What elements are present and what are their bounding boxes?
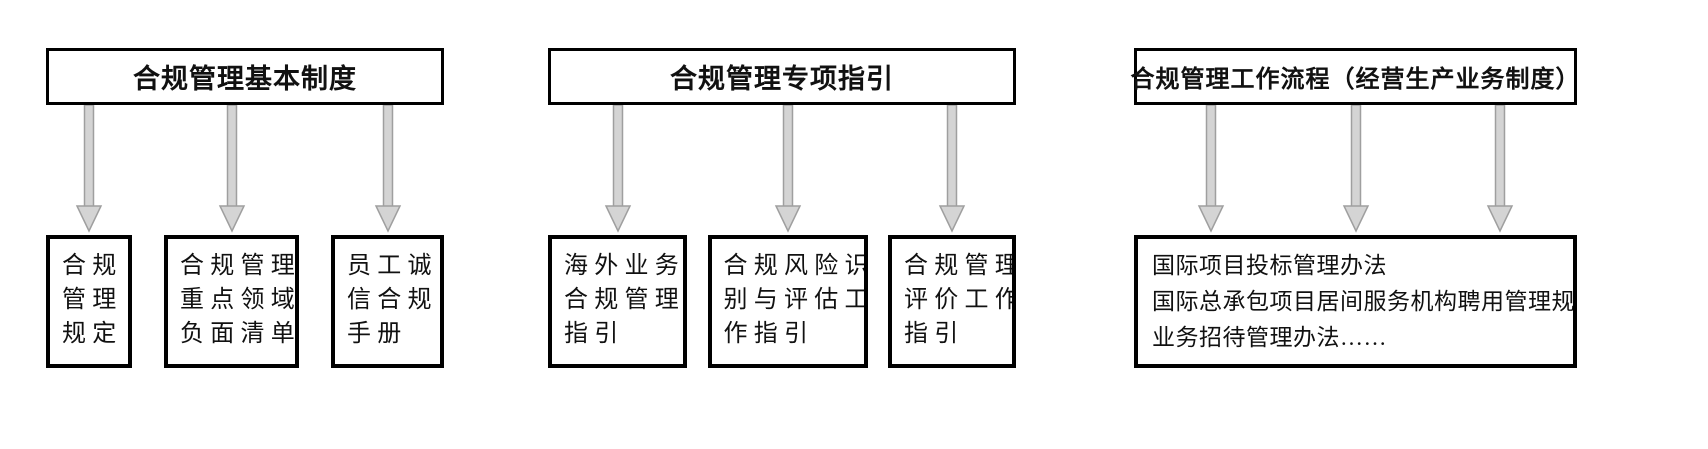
down-arrow-icon bbox=[1486, 105, 1514, 233]
arrow-cell bbox=[331, 105, 444, 233]
group-basic-system-children: 合规 管理 规定 合规管理 重点领域 负面清单 员工诚 信合规 手册 bbox=[46, 235, 444, 368]
group-work-process-header: 合规管理工作流程（经营生产业务制度） bbox=[1131, 48, 1580, 105]
arrow-cell bbox=[46, 105, 132, 233]
group-basic-system-arrows bbox=[46, 105, 444, 235]
child-box-line: 重点领域 bbox=[180, 287, 299, 313]
group-special-guidelines: 合规管理专项指引 bbox=[548, 48, 1016, 368]
arrow-cell bbox=[1196, 105, 1226, 233]
child-box-line: 指引 bbox=[904, 321, 965, 347]
child-box-line: 海外业务 bbox=[564, 253, 685, 279]
child-box-line: 合规管理 bbox=[564, 287, 685, 313]
group-special-guidelines-children: 海外业务 合规管理 指引 合规风险识 别与评估工 作指引 合规管理 评价工作 指… bbox=[548, 235, 1016, 368]
child-box-line: 管理 bbox=[62, 287, 123, 313]
group-special-guidelines-header: 合规管理专项指引 bbox=[548, 48, 1016, 105]
child-box-evaluation-guideline: 合规管理 评价工作 指引 bbox=[888, 235, 1016, 368]
child-box-integrity-handbook: 员工诚 信合规 手册 bbox=[331, 235, 444, 368]
child-box-line: 合规管理 bbox=[904, 253, 1016, 279]
arrow-cell bbox=[888, 105, 1016, 233]
child-box-risk-assessment-guideline: 合规风险识 别与评估工 作指引 bbox=[707, 235, 868, 368]
down-arrow-icon bbox=[938, 105, 966, 233]
measure-line: 国际项目投标管理办法 bbox=[1152, 253, 1387, 278]
child-box-line: 合规管理 bbox=[180, 253, 299, 279]
child-box-line: 手册 bbox=[347, 321, 408, 347]
child-box-overseas-guideline: 海外业务 合规管理 指引 bbox=[548, 235, 687, 368]
child-box-line: 别与评估工 bbox=[723, 287, 868, 313]
arrow-cell bbox=[548, 105, 687, 233]
group-basic-system: 合规管理基本制度 bbox=[46, 48, 444, 368]
group-basic-system-header: 合规管理基本制度 bbox=[46, 48, 444, 105]
child-box-line: 作指引 bbox=[723, 321, 815, 347]
group-work-process: 合规管理工作流程（经营生产业务制度） bbox=[1131, 48, 1580, 368]
group-special-guidelines-arrows bbox=[548, 105, 1016, 235]
measure-line: 国际总承包项目居间服务机构聘用管理规定 bbox=[1152, 289, 1577, 314]
down-arrow-icon bbox=[604, 105, 631, 233]
child-box-line: 合规 bbox=[62, 253, 123, 279]
child-box-line: 负面清单 bbox=[180, 321, 299, 347]
arrow-cell bbox=[1485, 105, 1515, 233]
down-arrow-icon bbox=[774, 105, 801, 233]
measure-line: 业务招待管理办法…… bbox=[1152, 325, 1387, 350]
arrow-cell bbox=[1341, 105, 1371, 233]
child-box-line: 员工诚 bbox=[347, 253, 438, 279]
work-process-measures-box: 国际项目投标管理办法 国际总承包项目居间服务机构聘用管理规定 业务招待管理办法…… bbox=[1134, 235, 1577, 368]
down-arrow-icon bbox=[1197, 105, 1225, 233]
child-box-line: 合规风险识 bbox=[723, 253, 868, 279]
down-arrow-icon bbox=[374, 105, 401, 233]
arrow-cell bbox=[164, 105, 299, 233]
group-work-process-arrows bbox=[1134, 105, 1577, 235]
child-box-line: 信合规 bbox=[347, 287, 438, 313]
group-work-process-children: 国际项目投标管理办法 国际总承包项目居间服务机构聘用管理规定 业务招待管理办法…… bbox=[1134, 235, 1577, 368]
child-box-line: 评价工作 bbox=[904, 287, 1016, 313]
down-arrow-icon bbox=[1342, 105, 1369, 233]
down-arrow-icon bbox=[75, 105, 103, 233]
child-box-negative-list: 合规管理 重点领域 负面清单 bbox=[164, 235, 299, 368]
child-box-compliance-regulations: 合规 管理 规定 bbox=[46, 235, 132, 368]
child-box-line: 规定 bbox=[62, 321, 123, 347]
arrow-cell bbox=[708, 105, 868, 233]
down-arrow-icon bbox=[218, 105, 245, 233]
child-box-line: 指引 bbox=[564, 321, 625, 347]
